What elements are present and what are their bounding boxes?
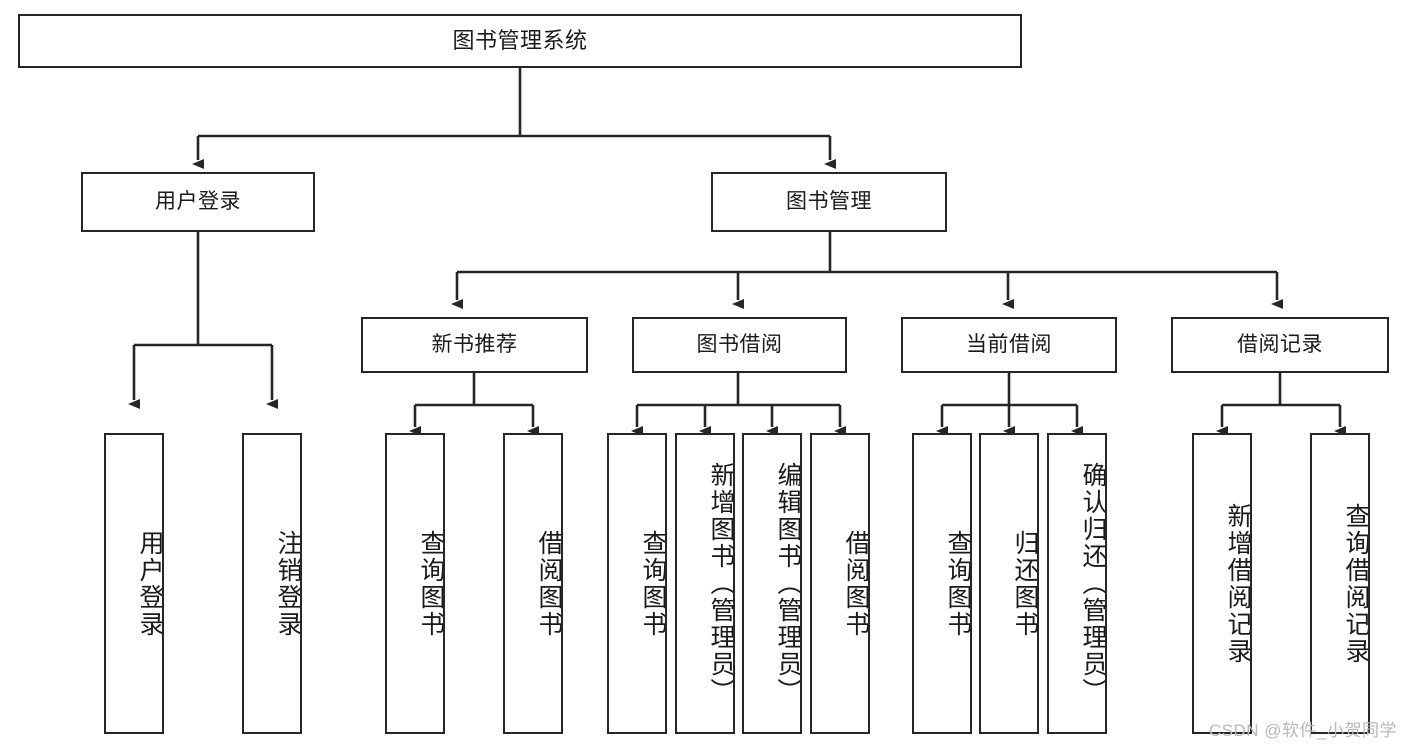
node-book-borrow[interactable]: 图书借阅 xyxy=(632,317,847,373)
node-leaf-edit-book-admin[interactable]: 编辑图书（管理员） xyxy=(742,433,802,734)
node-leaf-add-book-admin[interactable]: 新增图书（管理员） xyxy=(675,433,735,734)
node-label: 借阅图书 xyxy=(535,529,563,638)
node-current-borrow[interactable]: 当前借阅 xyxy=(901,317,1117,373)
node-book-management[interactable]: 图书管理 xyxy=(711,172,947,232)
node-label: 用户登录 xyxy=(155,189,241,213)
watermark-text: CSDN @软件_小贺同学 xyxy=(1208,721,1397,740)
node-label: 新增借阅记录 xyxy=(1224,502,1252,665)
node-leaf-query-book-recommend[interactable]: 查询图书 xyxy=(385,433,445,734)
node-new-book-recommend[interactable]: 新书推荐 xyxy=(361,317,588,373)
node-label: 查询图书 xyxy=(417,529,445,638)
node-label: 图书管理 xyxy=(786,189,872,213)
node-user-login[interactable]: 用户登录 xyxy=(81,172,315,232)
node-label: 借阅记录 xyxy=(1237,332,1323,356)
node-label: 图书管理系统 xyxy=(452,28,588,54)
node-label: 用户登录 xyxy=(136,529,164,638)
node-label: 归还图书 xyxy=(1011,529,1039,638)
node-label: 编辑图书（管理员） xyxy=(774,462,802,705)
node-label: 查询图书 xyxy=(944,529,972,638)
node-borrow-record[interactable]: 借阅记录 xyxy=(1171,317,1389,373)
node-leaf-borrow-book-recommend[interactable]: 借阅图书 xyxy=(503,433,563,734)
node-label: 借阅图书 xyxy=(842,529,870,638)
node-label: 图书借阅 xyxy=(696,332,783,356)
node-label: 注销登录 xyxy=(274,529,302,638)
node-leaf-add-borrow-record[interactable]: 新增借阅记录 xyxy=(1192,433,1252,734)
node-leaf-return-book[interactable]: 归还图书 xyxy=(979,433,1039,734)
node-leaf-query-book-current[interactable]: 查询图书 xyxy=(912,433,972,734)
node-label: 查询图书 xyxy=(639,529,667,638)
node-root-system[interactable]: 图书管理系统 xyxy=(18,14,1022,68)
node-leaf-confirm-return-admin[interactable]: 确认归还（管理员） xyxy=(1047,433,1107,734)
node-leaf-user-login[interactable]: 用户登录 xyxy=(104,433,164,734)
node-label: 新书推荐 xyxy=(431,332,518,356)
node-label: 当前借阅 xyxy=(966,332,1052,356)
node-leaf-logout[interactable]: 注销登录 xyxy=(242,433,302,734)
node-label: 查询借阅记录 xyxy=(1342,502,1370,665)
node-leaf-borrow-book[interactable]: 借阅图书 xyxy=(810,433,870,734)
node-label: 确认归还（管理员） xyxy=(1079,462,1107,705)
node-leaf-query-borrow-record[interactable]: 查询借阅记录 xyxy=(1310,433,1370,734)
node-label: 新增图书（管理员） xyxy=(707,462,735,705)
node-leaf-query-book-borrow[interactable]: 查询图书 xyxy=(607,433,667,734)
